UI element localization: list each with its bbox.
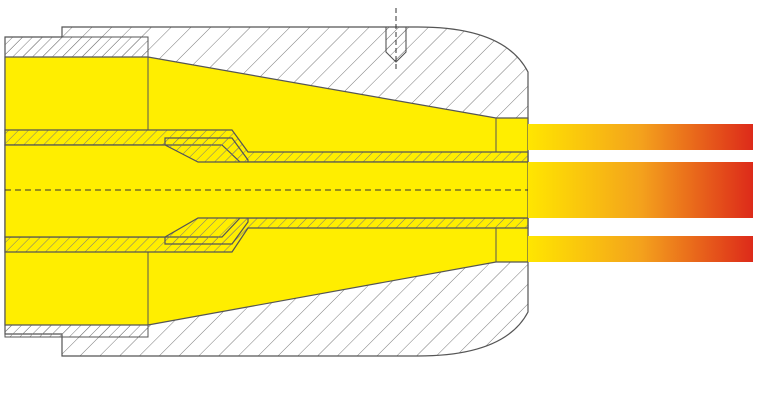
thread-top (4, 36, 149, 58)
outer-jet-top (528, 124, 753, 150)
center-jet (528, 162, 753, 218)
outer-jet-bottom (528, 236, 753, 262)
thread-bottom (4, 324, 149, 338)
